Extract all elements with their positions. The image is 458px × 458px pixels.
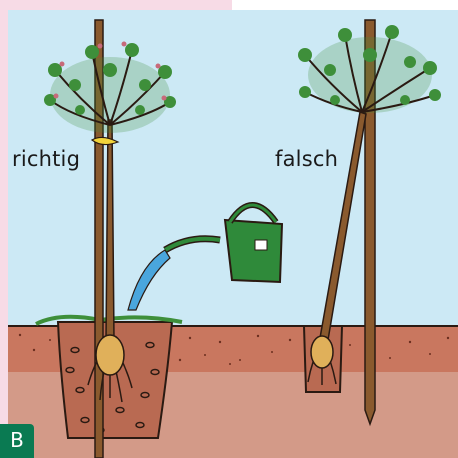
- figure-badge-letter: B: [0, 430, 34, 450]
- root-ball-wrong: [311, 336, 333, 368]
- label-wrong: falsch: [275, 149, 338, 170]
- trunk-correct: [106, 120, 114, 340]
- figure-badge: B: [0, 424, 34, 458]
- label-correct: richtig: [12, 149, 80, 170]
- root-ball-correct: [96, 335, 124, 375]
